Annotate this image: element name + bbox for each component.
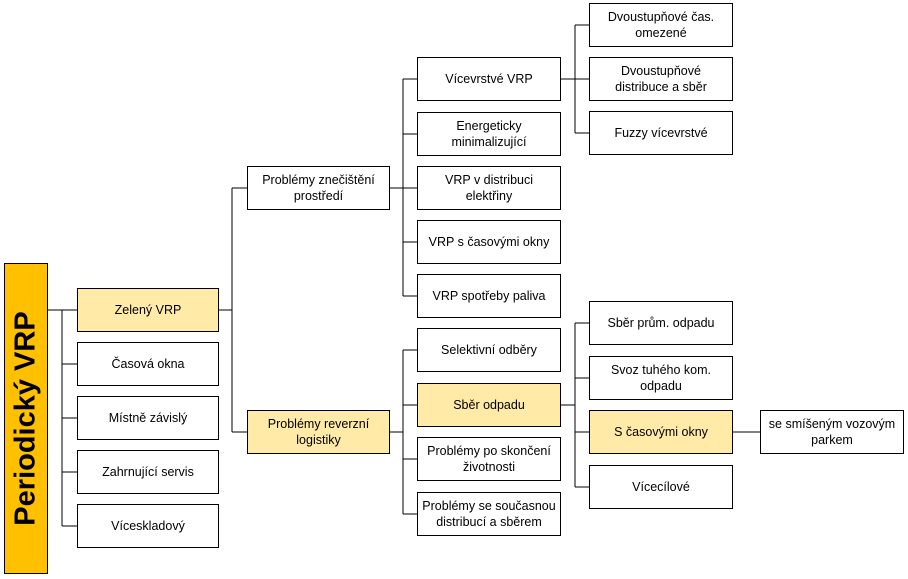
node-green-vrp: Zelený VRP [77, 288, 219, 332]
node-industrial-waste: Sběr prům. odpadu [589, 301, 733, 345]
node-site-dependent: Místně závislý [77, 396, 219, 440]
node-waste-collection: Sběr odpadu [417, 383, 561, 427]
node-time-windows: Časová okna [77, 342, 219, 386]
node-pollution-problems: Problémy znečištění prostředí [247, 166, 390, 210]
node-multilayer-vrp: Vícevrstvé VRP [417, 57, 561, 101]
node-multi-depot: Víceskladový [77, 504, 219, 548]
node-fuel-consumption: VRP spotřeby paliva [417, 274, 561, 318]
node-waste-time-windows: S časovými okny [589, 410, 733, 454]
node-multi-objective: Vícecílové [589, 465, 733, 509]
node-service-inclusive: Zahrnující servis [77, 450, 219, 494]
node-simultaneous-delivery-pickup: Problémy se současnou distribucí a sběre… [417, 492, 561, 536]
node-fuzzy-multilayer: Fuzzy vícevrstvé [589, 111, 733, 155]
node-two-stage-distribution: Dvoustupňové distribuce a sběr [589, 57, 733, 101]
root-label: Periodický VRP [9, 311, 42, 526]
node-mixed-fleet: se smíšeným vozovým parkem [760, 410, 904, 454]
node-two-stage-time: Dvoustupňové čas. omezené [589, 3, 733, 47]
node-electricity-distribution: VRP v distribuci elektřiny [417, 166, 561, 210]
node-end-of-life: Problémy po skončení životnosti [417, 437, 561, 481]
node-energy-minimizing: Energeticky minimalizující [417, 112, 561, 156]
node-selective-pickups: Selektivní odběry [417, 328, 561, 372]
node-vrp-time-windows: VRP s časovými okny [417, 220, 561, 264]
root-node: Periodický VRP [4, 263, 48, 574]
node-municipal-solid-waste: Svoz tuhého kom. odpadu [589, 356, 733, 400]
node-reverse-logistics: Problémy reverzní logistiky [247, 410, 390, 454]
